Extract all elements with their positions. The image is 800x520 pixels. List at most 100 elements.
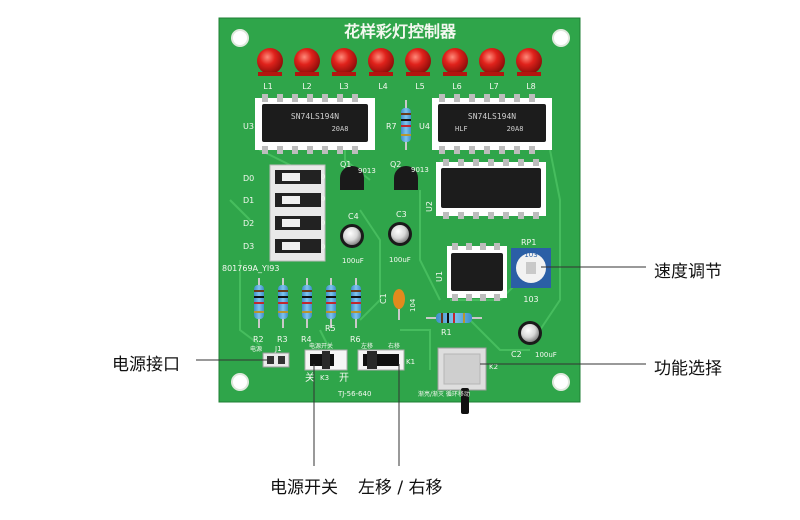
callout-direction: 左移 / 右移 bbox=[358, 478, 443, 498]
date-code: 801769A_YI93 bbox=[222, 264, 279, 273]
capacitor-c1: C1 104 bbox=[379, 289, 417, 320]
function-switch-k2: K2 渐亮/渐灭 循环移动 bbox=[418, 347, 498, 414]
led-label-l8: L8 bbox=[526, 82, 536, 91]
d3-zero: 0 bbox=[321, 243, 325, 251]
led-label-l2: L2 bbox=[302, 82, 312, 91]
model-code: TJ-56-640 bbox=[337, 390, 371, 398]
c4-label: C4 bbox=[348, 212, 359, 221]
c3-value: 100uF bbox=[389, 256, 411, 264]
ic-u3-label: U3 bbox=[243, 122, 254, 131]
potentiometer-rp1: RP1 103 103 bbox=[511, 238, 551, 304]
capacitor-c3: C3 100uF bbox=[388, 210, 412, 264]
ic-u3-code: 20A8 bbox=[332, 125, 349, 133]
rp1-label: RP1 bbox=[521, 238, 536, 247]
q2-part: 9013 bbox=[411, 166, 429, 174]
off-label: 关 bbox=[305, 371, 315, 384]
dip-d3: D3 0 bbox=[243, 239, 325, 253]
transistor-q1: Q1 9013 bbox=[340, 160, 376, 190]
k1-right: 右移 bbox=[388, 342, 400, 350]
c1-value: 104 bbox=[409, 298, 417, 312]
resistor-r5: R5 bbox=[325, 278, 336, 333]
ic-u3: SN74LS194N 20A8 U3 bbox=[243, 94, 375, 154]
resistor-r7: R7 bbox=[386, 100, 411, 150]
power-switch-k3: 电源开关 K3 关 开 bbox=[304, 342, 349, 384]
led-label-l4: L4 bbox=[378, 82, 388, 91]
direction-switch-k1: 左移 右移 K1 bbox=[357, 342, 415, 371]
q1-label: Q1 bbox=[340, 160, 351, 169]
resistor-r1: R1 bbox=[426, 313, 482, 337]
capacitor-c2: C2 100uF bbox=[511, 321, 557, 359]
c1-label: C1 bbox=[379, 293, 388, 304]
k1-label: K1 bbox=[406, 358, 415, 366]
k2-label: K2 bbox=[489, 363, 498, 371]
d2-label: D2 bbox=[243, 219, 254, 228]
r4-label: R4 bbox=[301, 335, 312, 344]
r1-label: R1 bbox=[441, 328, 452, 337]
ic-u4: SN74LS194N HLF 20A8 U4 bbox=[419, 94, 552, 154]
resistor-r6: R6 bbox=[350, 278, 361, 344]
led-label-l6: L6 bbox=[452, 82, 462, 91]
resistor-r2: R2 bbox=[253, 278, 264, 344]
resistor-bank: R2 R3 R4 R5 R6 bbox=[253, 278, 361, 344]
c3-label: C3 bbox=[396, 210, 407, 219]
dip-switches: D0 0 D1 0 D2 0 D3 0 bbox=[243, 164, 326, 262]
led-l4: L4 bbox=[368, 48, 394, 91]
ic-u4-label: U4 bbox=[419, 122, 430, 131]
r5-label: R5 bbox=[325, 324, 336, 333]
rp1-code: 103 bbox=[524, 251, 537, 259]
dip-d1: D1 0 bbox=[243, 193, 325, 207]
callout-function-select: 功能选择 bbox=[654, 359, 722, 379]
k2-modes: 渐亮/渐灭 循环移动 bbox=[418, 390, 470, 398]
led-l2: L2 bbox=[294, 48, 320, 91]
resistor-r4: R4 bbox=[301, 278, 312, 344]
d0-label: D0 bbox=[243, 174, 254, 183]
led-l6: L6 bbox=[442, 48, 468, 91]
ic-u4-code: 20A8 bbox=[507, 125, 524, 133]
d2-zero: 0 bbox=[321, 219, 325, 227]
ic-u2-label: U2 bbox=[425, 201, 434, 212]
callout-lines bbox=[196, 266, 646, 466]
r3-label: R3 bbox=[277, 335, 288, 344]
mounting-holes bbox=[231, 29, 570, 391]
callout-power-port: 电源接口 bbox=[112, 355, 180, 375]
c4-value: 100uF bbox=[342, 257, 364, 265]
c2-label: C2 bbox=[511, 350, 522, 359]
callout-power-switch: 电源开关 bbox=[270, 478, 338, 498]
led-l7: L7 bbox=[479, 48, 505, 91]
ic-u1: U1 bbox=[435, 243, 507, 301]
d1-zero: 0 bbox=[321, 195, 325, 203]
ic-u4-chip: SN74LS194N bbox=[468, 112, 516, 121]
led-label-l5: L5 bbox=[415, 82, 425, 91]
r7-label: R7 bbox=[386, 122, 397, 131]
r2-label: R2 bbox=[253, 335, 264, 344]
led-label-l7: L7 bbox=[489, 82, 499, 91]
dip-d0: D0 0 bbox=[243, 170, 325, 184]
on-label: 开 bbox=[339, 373, 349, 384]
capacitor-c4: C4 100uF bbox=[340, 212, 364, 265]
d3-label: D3 bbox=[243, 242, 254, 251]
power-silk: 电源 bbox=[250, 345, 262, 353]
ic-u4-sub: HLF bbox=[455, 125, 468, 133]
rp1-value: 103 bbox=[523, 295, 538, 304]
ic-u3-chip: SN74LS194N bbox=[291, 112, 339, 121]
q1-part: 9013 bbox=[358, 167, 376, 175]
d1-label: D1 bbox=[243, 196, 254, 205]
led-l3: L3 bbox=[331, 48, 357, 91]
led-l1: L1 bbox=[257, 48, 283, 91]
d0-zero: 0 bbox=[321, 173, 325, 181]
board-title: 花样彩灯控制器 bbox=[344, 22, 457, 41]
led-l8: L8 bbox=[516, 48, 542, 91]
resistor-r3: R3 bbox=[277, 278, 288, 344]
q2-label: Q2 bbox=[390, 160, 401, 169]
dip-d2: D2 0 bbox=[243, 216, 325, 230]
ic-u1-label: U1 bbox=[435, 271, 444, 282]
ic-u2: U2 bbox=[425, 159, 546, 219]
j1-label: J1 bbox=[274, 345, 282, 353]
c2-value: 100uF bbox=[535, 351, 557, 359]
led-row: L1 L2 L3 L4 L5 L6 L7 L8 bbox=[257, 48, 542, 91]
k3-silk: 电源开关 bbox=[309, 342, 333, 350]
k3-label: K3 bbox=[320, 374, 329, 382]
k1-left: 左移 bbox=[361, 342, 373, 350]
transistor-q2: Q2 9013 bbox=[390, 160, 429, 190]
